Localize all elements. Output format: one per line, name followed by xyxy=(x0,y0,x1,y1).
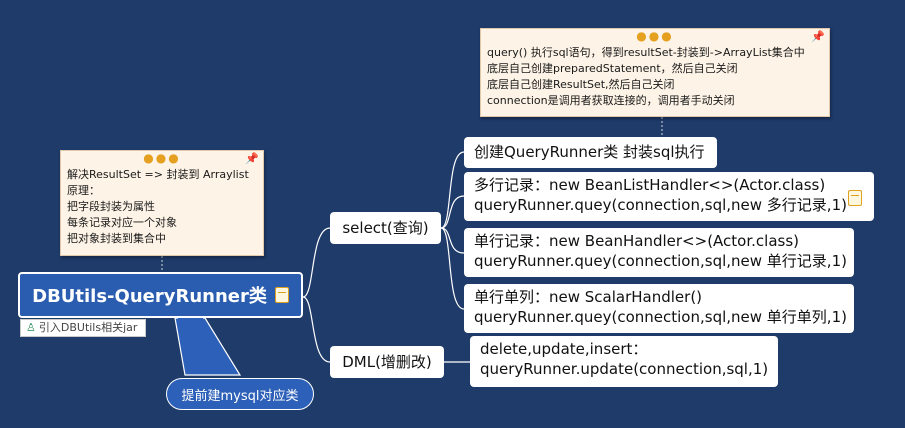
root-note: ●●● 📌 解决ResultSet => 封装到 Arraylist 原理： 把… xyxy=(60,150,264,256)
root-note-line: 解决ResultSet => 封装到 Arraylist xyxy=(67,168,249,181)
branch-dml[interactable]: DML(增删改) xyxy=(330,346,444,378)
link-select-child-2 xyxy=(440,195,465,229)
select-child-single-row[interactable]: 单行记录：new BeanHandler<>(Actor.class) quer… xyxy=(464,228,854,277)
callout-tail xyxy=(174,317,242,376)
node-line: 多行记录：new BeanListHandler<>(Actor.class) xyxy=(474,176,826,194)
branch-dml-label: DML(增删改) xyxy=(342,353,432,371)
pin-icon: 📌 xyxy=(811,30,825,43)
select-note: ●●● 📌 query() 执行sql语句，得到resultSet-封装到->A… xyxy=(480,28,830,117)
select-note-line: 底层自己创建preparedStatement，然后自己关闭 xyxy=(487,62,738,75)
branch-select[interactable]: select(查询) xyxy=(330,212,441,244)
node-line: 单行记录：new BeanHandler<>(Actor.class) xyxy=(474,232,799,250)
root-note-line: 每条记录对应一个对象 xyxy=(67,216,177,229)
root-title: DBUtils-QueryRunner类 xyxy=(32,286,267,307)
person-icon: ♙ xyxy=(26,321,36,334)
root-tag-label: 引入DBUtils相关jar xyxy=(38,321,138,334)
node-line: queryRunner.quey(connection,sql,new 多行记录… xyxy=(474,196,847,214)
branch-select-label: select(查询) xyxy=(342,219,429,237)
link-select-child-4 xyxy=(440,227,465,310)
note-icon[interactable] xyxy=(848,190,862,206)
callout-text: 提前建mysql对应类 xyxy=(181,388,299,404)
note-dots: ●●● xyxy=(143,151,181,165)
node-line: queryRunner.quey(connection,sql,new 单行记录… xyxy=(474,252,847,270)
root-note-line: 把对象封装到集合中 xyxy=(67,232,166,245)
node-line: 单行单列：new ScalarHandler() xyxy=(474,288,703,306)
node-line: queryRunner.update(connection,sql,1) xyxy=(480,360,769,378)
note-icon[interactable] xyxy=(274,287,289,303)
root-topic[interactable]: DBUtils-QueryRunner类 xyxy=(18,272,303,318)
pin-icon: 📌 xyxy=(245,152,259,165)
select-note-line: connection是调用者获取连接的，调用者手动关闭 xyxy=(487,94,735,107)
link-select-child-1 xyxy=(440,151,465,229)
node-line: 创建QueryRunner类 封装sql执行 xyxy=(474,143,705,161)
select-note-line: query() 执行sql语句，得到resultSet-封装到->ArrayLi… xyxy=(487,46,805,59)
callout-bubble[interactable]: 提前建mysql对应类 xyxy=(166,378,314,410)
root-note-line: 原理： xyxy=(67,184,100,197)
dml-child-update[interactable]: delete,update,insert： queryRunner.update… xyxy=(470,336,778,387)
link-root-select xyxy=(302,227,331,298)
select-child-scalar[interactable]: 单行单列：new ScalarHandler() queryRunner.que… xyxy=(464,284,854,333)
select-child-multi-row[interactable]: 多行记录：new BeanListHandler<>(Actor.class) … xyxy=(464,172,874,221)
note-dots: ●●● xyxy=(636,29,674,43)
node-line: queryRunner.quey(connection,sql,new 单行单列… xyxy=(474,308,847,326)
node-line: delete,update,insert： xyxy=(480,340,648,358)
root-note-line: 把字段封装为属性 xyxy=(67,200,155,213)
select-child-create[interactable]: 创建QueryRunner类 封装sql执行 xyxy=(464,137,717,168)
select-note-line: 底层自己创建ResultSet,然后自己关闭 xyxy=(487,78,675,91)
root-tag[interactable]: ♙引入DBUtils相关jar xyxy=(20,319,146,337)
link-root-dml xyxy=(302,296,331,363)
